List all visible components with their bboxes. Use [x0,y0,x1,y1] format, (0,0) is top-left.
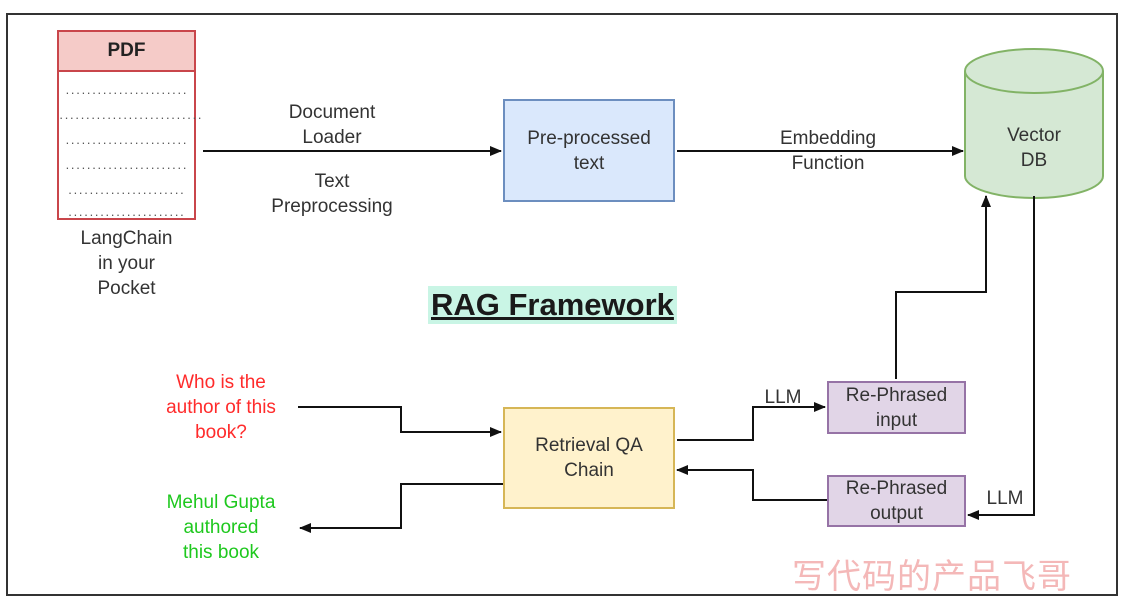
text-preprocessing-label: Text Preprocessing [271,171,393,217]
embedding-function-label: Embedding Function [779,128,877,174]
pdf-text-line: ······················ [67,207,186,222]
pdf-caption: LangChain in your Pocket [80,228,173,299]
document-loader-label: Document Loader [288,102,376,148]
vector-db-label: Vector DB [1007,125,1061,171]
llm-label-top: LLM [764,387,802,408]
preprocessed-text-node: Pre-processed text [503,99,675,202]
retrieval-qa-chain-node: Retrieval QA Chain [503,407,675,509]
pdf-text-line: ··························· [59,110,203,125]
rephrased-input-node: Re-Phrased input [827,381,966,434]
diagram-title: RAG Framework [428,286,677,324]
watermark: 写代码的产品飞哥 [792,557,1072,597]
chain-answer: Mehul Gupta authored this book [166,492,276,563]
llm-label-bottom: LLM [986,488,1024,509]
pdf-document-node: PDF ······················· ············… [57,30,203,222]
pdf-text-line: ······················ [67,185,186,200]
vector-db-cylinder [964,48,1104,199]
diagram-frame [6,13,1118,596]
arrow-retrieval-to-rephrased-input [677,402,826,441]
arrow-question-to-retrieval [298,406,502,437]
pdf-text-line: ······················· [65,135,188,150]
rephrased-output-node: Re-Phrased output [827,475,966,527]
arrow-rephrased-output-to-retrieval [676,465,827,501]
arrow-rephrased-input-to-vectordb [895,195,991,379]
arrow-retrieval-to-answer [299,483,503,533]
user-question: Who is the author of this book? [166,372,276,443]
pdf-text-line: ······················· [65,160,188,175]
pdf-header: PDF [59,32,194,72]
pdf-text-line: ······················· [65,85,188,100]
arrow-vectordb-to-rephrased-output [967,196,1035,520]
